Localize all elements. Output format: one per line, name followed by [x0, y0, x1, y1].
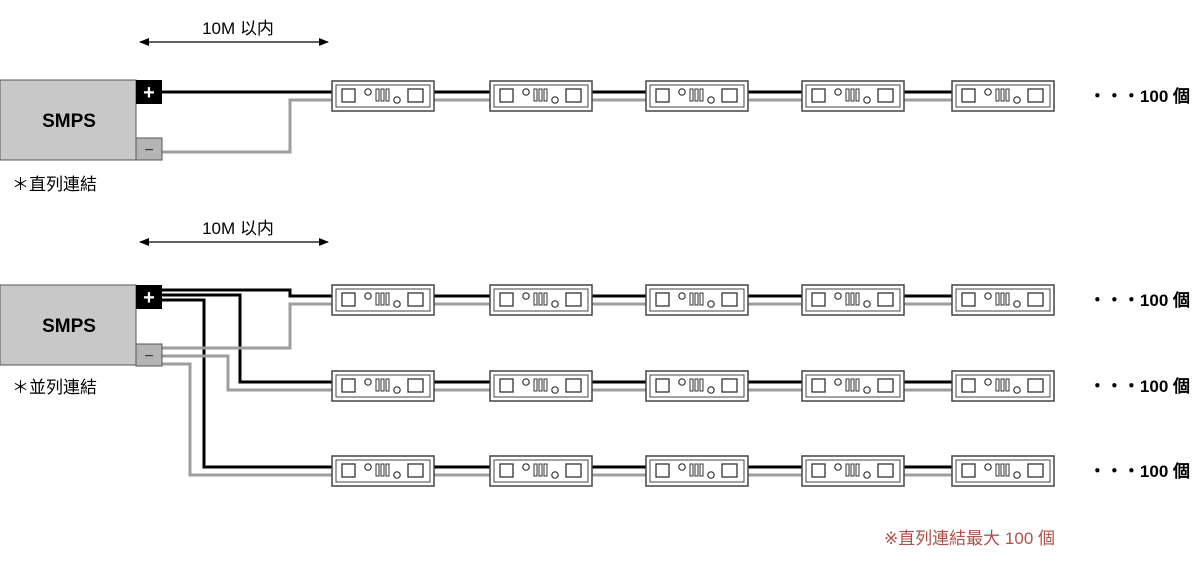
led-module	[951, 455, 1055, 487]
led-module	[801, 370, 905, 402]
smps-label: SMPS	[42, 111, 96, 132]
led-module	[645, 370, 749, 402]
led-module	[801, 80, 905, 112]
minus-icon: −	[144, 142, 153, 159]
module-chain: ・・・100 個	[331, 370, 1190, 402]
positive-terminal	[136, 80, 162, 104]
smps-box	[0, 79, 137, 161]
led-module	[489, 370, 593, 402]
led-module	[489, 455, 593, 487]
module-chain: ・・・100 個	[331, 284, 1190, 316]
led-module	[331, 284, 435, 316]
distance-dimension: 10M 以内	[139, 219, 329, 246]
plus-icon: +	[143, 82, 155, 104]
distance-label: 10M 以内	[202, 19, 274, 38]
led-module	[331, 455, 435, 487]
distance-label: 10M 以内	[202, 219, 274, 238]
led-module	[801, 455, 905, 487]
led-module	[645, 80, 749, 112]
smps-unit: SMPS + −	[0, 79, 163, 161]
negative-terminal	[135, 137, 163, 161]
led-module	[951, 80, 1055, 112]
led-module	[489, 284, 593, 316]
module-chain: ・・・100 個	[331, 455, 1190, 487]
parallel-wires	[162, 288, 334, 477]
parallel-diagram: 10M 以内 SMPS + − ＊並列連結 ・・・100 個 ・・・100 個 …	[0, 219, 1190, 487]
led-module	[331, 80, 435, 112]
minus-icon: −	[144, 348, 153, 365]
led-module	[489, 80, 593, 112]
module-count-label: ・・・100 個	[1089, 290, 1190, 310]
smps-label: SMPS	[42, 316, 96, 337]
smps-unit: SMPS + −	[0, 284, 163, 367]
series-wires	[160, 90, 334, 154]
positive-terminal	[136, 285, 162, 309]
footnote: ※直列連結最大 100 個	[884, 529, 1055, 548]
negative-terminal	[135, 343, 163, 367]
plus-icon: +	[143, 287, 155, 309]
led-module	[331, 370, 435, 402]
module-count-label: ・・・100 個	[1089, 376, 1190, 396]
led-module	[951, 284, 1055, 316]
module-count-label: ・・・100 個	[1089, 86, 1190, 106]
smps-box	[0, 284, 137, 366]
connection-type-label: ＊並列連結	[12, 378, 97, 397]
led-module	[645, 284, 749, 316]
module-count-label: ・・・100 個	[1089, 461, 1190, 481]
connection-type-label: ＊直列連結	[12, 175, 97, 194]
module-chain: ・・・100 個	[331, 80, 1190, 112]
led-module	[801, 284, 905, 316]
led-module	[951, 370, 1055, 402]
series-diagram: 10M 以内 SMPS + − ＊直列連結 ・・・100 個	[0, 19, 1190, 194]
led-module	[645, 455, 749, 487]
distance-dimension: 10M 以内	[139, 19, 329, 46]
